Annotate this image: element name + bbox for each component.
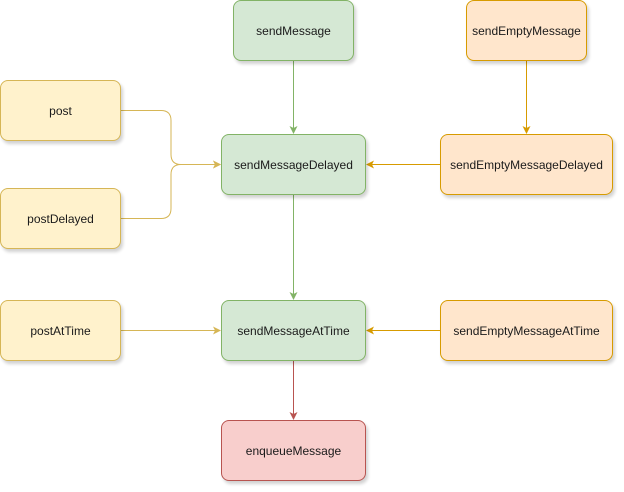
node-label: sendMessage [256,23,331,38]
node-label: sendEmptyMessageAtTime [453,323,600,338]
node-send-empty-message-delayed[interactable]: sendEmptyMessageDelayed [440,134,613,195]
node-label: sendEmptyMessage [472,23,581,38]
node-label: postAtTime [30,323,91,338]
node-label: post [49,103,72,118]
node-send-empty-message[interactable]: sendEmptyMessage [466,0,587,61]
node-post-at-time[interactable]: postAtTime [0,300,121,361]
node-send-empty-message-at-time[interactable]: sendEmptyMessageAtTime [440,300,613,361]
node-enqueue-message[interactable]: enqueueMessage [221,420,366,481]
node-label: postDelayed [27,211,94,226]
edge-postDelayed-to-sendMessageDelayed [121,160,221,219]
node-send-message-delayed[interactable]: sendMessageDelayed [221,134,366,195]
node-post-delayed[interactable]: postDelayed [0,188,121,249]
node-post[interactable]: post [0,80,121,141]
node-label: enqueueMessage [245,443,342,458]
node-send-message[interactable]: sendMessage [233,0,354,61]
node-label: sendEmptyMessageDelayed [450,157,603,172]
node-send-message-at-time[interactable]: sendMessageAtTime [221,300,366,361]
node-label: sendMessageDelayed [234,157,353,172]
node-label: sendMessageAtTime [237,323,350,338]
edge-post-to-sendMessageDelayed [121,110,221,169]
